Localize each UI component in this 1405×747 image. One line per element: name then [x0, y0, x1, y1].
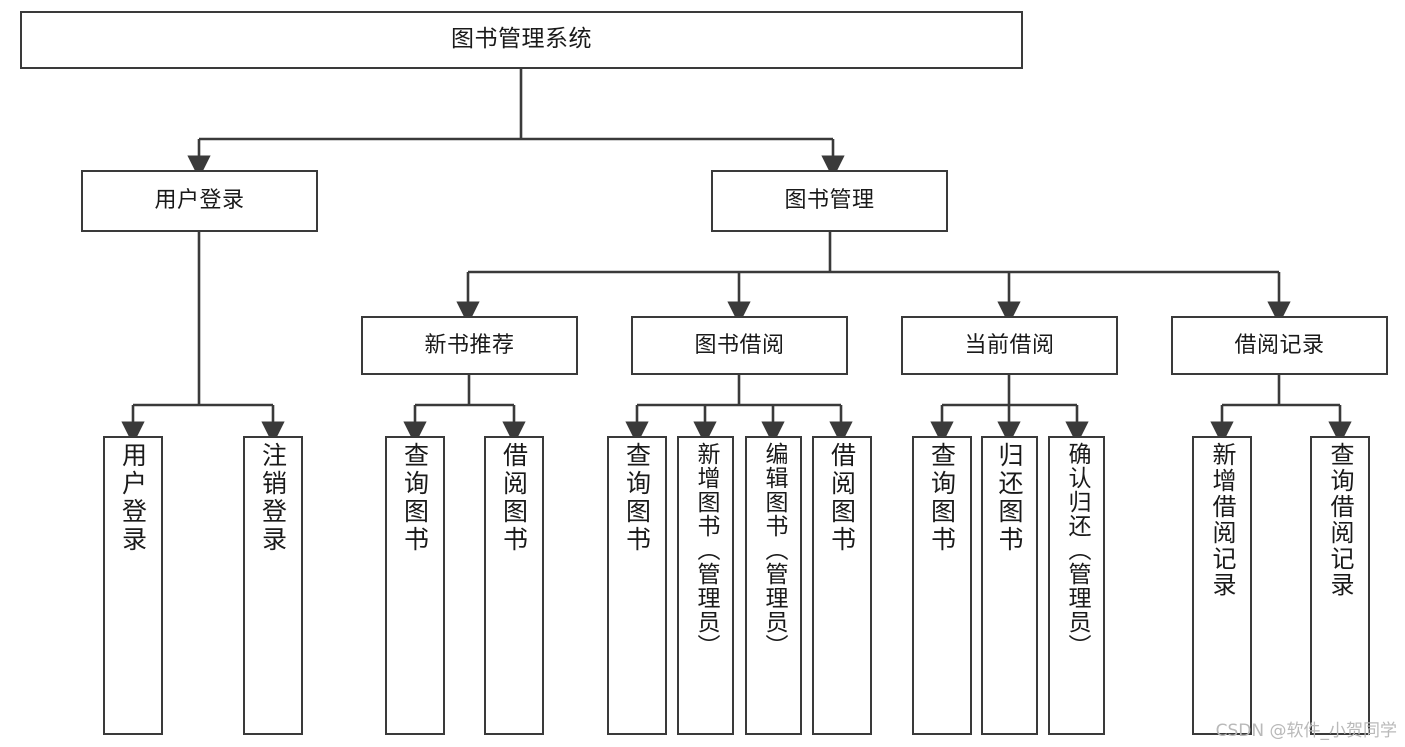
leaf-node-query-book-borrow[interactable]: 查询图书 [607, 436, 667, 735]
watermark-text: CSDN @软件_小贺同学 [1215, 721, 1397, 741]
node-book-borrow[interactable]: 图书借阅 [631, 316, 848, 375]
leaf-node-add-borrow-record[interactable]: 新增借阅记录 [1192, 436, 1252, 735]
leaf-node-borrow-book-recommend[interactable]: 借阅图书 [484, 436, 544, 735]
node-label: 确认归还（管理员） [1064, 442, 1090, 658]
node-label: 查询借阅记录 [1326, 442, 1354, 598]
node-label: 图书借阅 [694, 332, 785, 358]
leaf-node-query-book-current[interactable]: 查询图书 [912, 436, 972, 735]
node-label: 用户登录 [118, 442, 148, 554]
leaf-node-query-book-recommend[interactable]: 查询图书 [385, 436, 445, 735]
node-user-login[interactable]: 用户登录 [81, 170, 318, 232]
node-root-book-management-system[interactable]: 图书管理系统 [20, 11, 1023, 69]
leaf-node-user-login[interactable]: 用户登录 [103, 436, 163, 735]
node-label: 查询图书 [927, 442, 957, 554]
leaf-node-logout-login[interactable]: 注销登录 [243, 436, 303, 735]
node-current-borrow[interactable]: 当前借阅 [901, 316, 1118, 375]
node-new-book-recommend[interactable]: 新书推荐 [361, 316, 578, 375]
node-label: 借阅记录 [1234, 332, 1325, 358]
node-label: 用户登录 [154, 188, 245, 214]
leaf-node-edit-book-admin[interactable]: 编辑图书（管理员） [745, 436, 802, 735]
node-label: 图书管理系统 [451, 26, 592, 53]
node-label: 当前借阅 [964, 332, 1055, 358]
leaf-node-add-book-admin[interactable]: 新增图书（管理员） [677, 436, 734, 735]
leaf-node-query-borrow-record[interactable]: 查询借阅记录 [1310, 436, 1370, 735]
node-label: 新书推荐 [424, 332, 515, 358]
node-label: 编辑图书（管理员） [761, 442, 787, 658]
node-label: 图书管理 [784, 188, 875, 214]
node-label: 查询图书 [622, 442, 652, 554]
leaf-node-confirm-return-admin[interactable]: 确认归还（管理员） [1048, 436, 1105, 735]
leaf-node-borrow-book-borrow[interactable]: 借阅图书 [812, 436, 872, 735]
node-book-management[interactable]: 图书管理 [711, 170, 948, 232]
node-label: 借阅图书 [499, 442, 529, 554]
node-label: 查询图书 [400, 442, 430, 554]
node-borrow-record[interactable]: 借阅记录 [1171, 316, 1388, 375]
node-label: 新增借阅记录 [1208, 442, 1236, 598]
leaf-node-return-book[interactable]: 归还图书 [981, 436, 1038, 735]
node-label: 借阅图书 [827, 442, 857, 554]
node-label: 新增图书（管理员） [693, 442, 719, 658]
node-label: 注销登录 [258, 442, 288, 554]
node-label: 归还图书 [995, 442, 1024, 554]
